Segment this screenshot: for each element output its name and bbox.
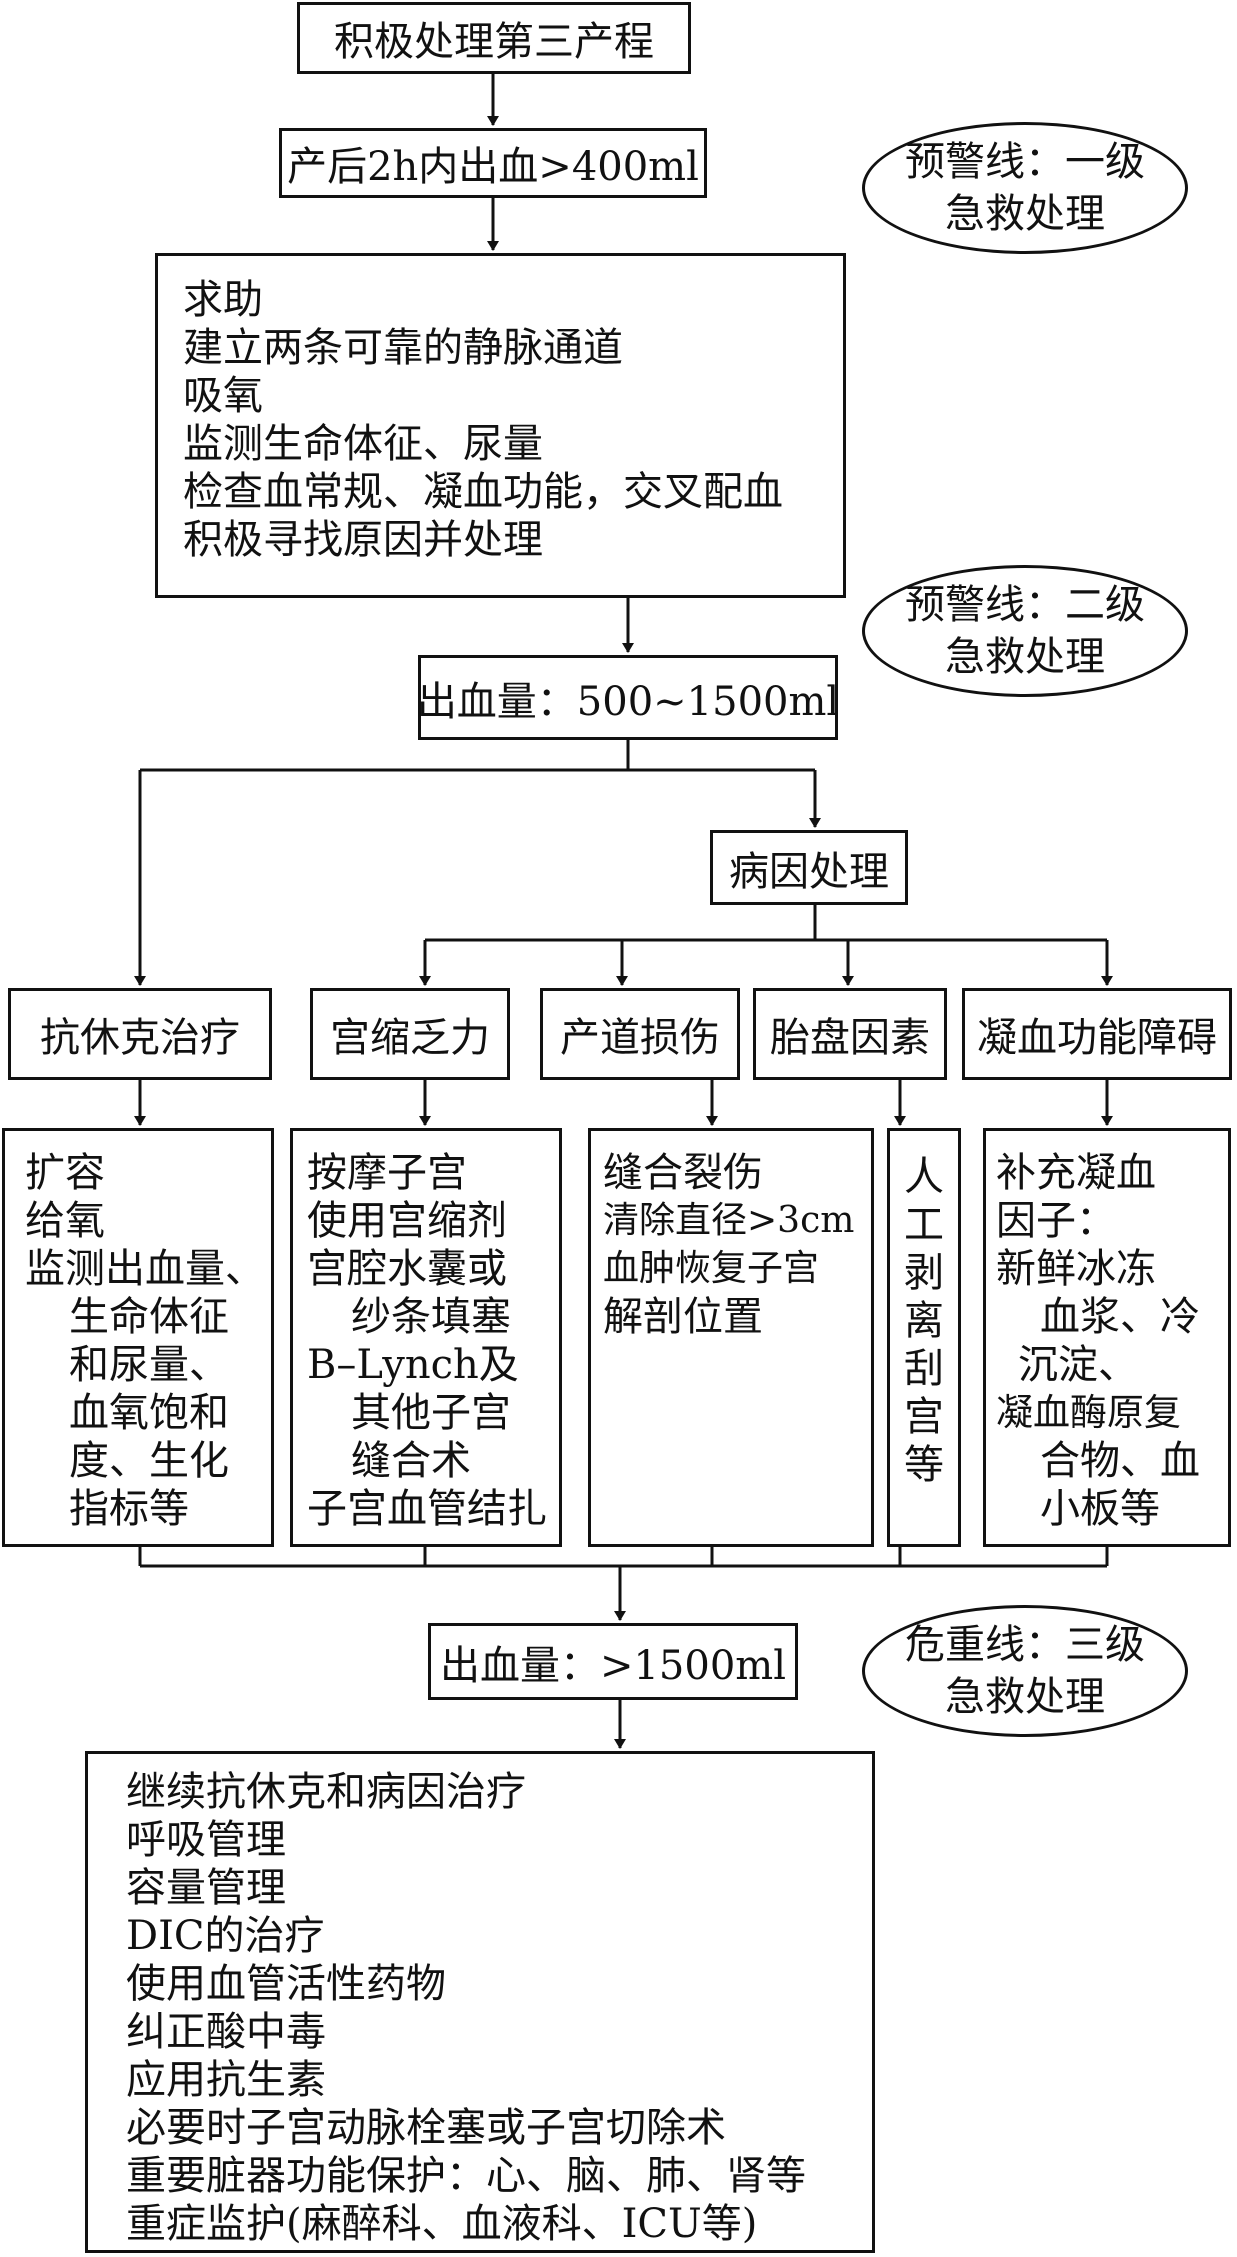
alert-level2-line1: 预警线：二级 [905, 582, 1145, 628]
branch-atony: 宫缩乏力 [310, 988, 510, 1080]
node-bleed-high-label: 出血量：>1500ml [439, 1642, 787, 1689]
first-action-item: 积极寻找原因并处理 [183, 517, 543, 563]
first-action-item: 吸氧 [183, 373, 263, 419]
trauma-action-item: 缝合裂伤 [603, 1150, 763, 1196]
node-start-label: 积极处理第三产程 [334, 19, 654, 65]
placenta-action-char: 刮 [904, 1346, 944, 1392]
placenta-action-char: 工 [904, 1202, 944, 1248]
node-bleed-2h: 产后2h内出血>400ml [279, 128, 707, 198]
branch-placenta-label: 胎盘因素 [770, 1015, 930, 1061]
placenta-action-char: 等 [904, 1442, 944, 1488]
atony-action-item: 其他子宫 [351, 1390, 511, 1436]
trauma-action-item: 血肿恢复子宫 [603, 1248, 820, 1289]
alert-level2: 预警线：二级 急救处理 [862, 565, 1188, 697]
alert-level3-line1: 危重线：三级 [905, 1622, 1145, 1668]
node-bleed-mid-label: 出血量：500~1500ml [416, 678, 840, 725]
atony-action-item: B–Lynch及 [307, 1342, 519, 1388]
branch-atony-label: 宫缩乏力 [330, 1015, 490, 1061]
branch-coag: 凝血功能障碍 [962, 988, 1232, 1080]
branch-placenta: 胎盘因素 [753, 988, 947, 1080]
placenta-action-char: 人 [904, 1154, 944, 1200]
branch-trauma-label: 产道损伤 [560, 1015, 720, 1061]
atony-actions-box: 按摩子宫 使用宫缩剂 宫腔水囊或 纱条填塞 B–Lynch及 其他子宫 缝合术 … [290, 1128, 562, 1547]
alert-level3-line2: 急救处理 [945, 1674, 1105, 1720]
final-action-item: 重要脏器功能保护：心、脑、肺、肾等 [126, 2153, 806, 2199]
node-cause-treatment-label: 病因处理 [729, 848, 889, 895]
trauma-action-item: 解剖位置 [603, 1294, 763, 1340]
shock-action-item: 扩容 [25, 1150, 105, 1196]
shock-action-item: 指标等 [69, 1486, 189, 1532]
final-actions-box: 继续抗休克和病因治疗 呼吸管理 容量管理 DIC的治疗 使用血管活性药物 纠正酸… [85, 1751, 875, 2253]
shock-action-item: 和尿量、 [69, 1342, 229, 1388]
final-action-item: 纠正酸中毒 [126, 2009, 326, 2055]
atony-action-item: 按摩子宫 [307, 1150, 467, 1196]
node-cause-treatment: 病因处理 [710, 830, 908, 905]
node-bleed-2h-label: 产后2h内出血>400ml [287, 144, 699, 190]
branch-shock-label: 抗休克治疗 [40, 1015, 240, 1061]
final-action-item: 容量管理 [126, 1865, 286, 1911]
branch-trauma: 产道损伤 [540, 988, 740, 1080]
placenta-actions-box: 人 工 剥 离 刮 宫 等 [887, 1128, 961, 1547]
final-action-item: 重症监护(麻醉科、血液科、ICU等) [126, 2201, 758, 2247]
atony-action-item: 纱条填塞 [351, 1294, 511, 1340]
coag-action-item: 小板等 [1040, 1486, 1160, 1532]
shock-actions-box: 扩容 给氧 监测出血量、 生命体征 和尿量、 血氧饱和 度、生化 指标等 [2, 1128, 274, 1547]
final-action-item: 呼吸管理 [126, 1817, 286, 1863]
alert-level3: 危重线：三级 急救处理 [862, 1605, 1188, 1737]
first-action-item: 监测生命体征、尿量 [183, 421, 543, 467]
coag-action-item: 沉淀、 [1018, 1342, 1138, 1388]
final-action-item: DIC的治疗 [126, 1913, 325, 1959]
alert-level2-line2: 急救处理 [945, 634, 1105, 680]
node-first-actions: 求助 建立两条可靠的静脉通道 吸氧 监测生命体征、尿量 检查血常规、凝血功能，交… [155, 253, 846, 598]
node-bleed-mid: 出血量：500~1500ml [416, 655, 840, 740]
node-bleed-high: 出血量：>1500ml [428, 1623, 798, 1700]
final-action-item: 使用血管活性药物 [126, 1961, 446, 2007]
first-action-item: 求助 [183, 277, 263, 323]
coag-action-item: 新鲜冰冻 [996, 1246, 1156, 1292]
first-action-item: 建立两条可靠的静脉通道 [183, 325, 623, 371]
trauma-actions-box: 缝合裂伤 清除直径>3cm 血肿恢复子宫 解剖位置 [588, 1128, 874, 1547]
final-action-item: 继续抗休克和病因治疗 [126, 1769, 526, 1815]
shock-action-item: 血氧饱和 [69, 1390, 229, 1436]
node-start: 积极处理第三产程 [297, 2, 691, 74]
branch-coag-label: 凝血功能障碍 [977, 1015, 1217, 1061]
branch-shock: 抗休克治疗 [8, 988, 272, 1080]
coag-action-item: 补充凝血 [996, 1150, 1156, 1196]
first-action-item: 检查血常规、凝血功能，交叉配血 [183, 469, 783, 515]
shock-action-item: 给氧 [25, 1198, 105, 1244]
atony-action-item: 宫腔水囊或 [307, 1246, 507, 1292]
coag-action-item: 血浆、冷 [1040, 1294, 1200, 1340]
trauma-action-item: 清除直径>3cm [603, 1200, 855, 1241]
coag-action-item: 合物、血 [1040, 1438, 1200, 1484]
coag-action-item: 凝血酶原复 [996, 1391, 1181, 1434]
atony-action-item: 缝合术 [351, 1438, 471, 1484]
shock-action-item: 生命体征 [69, 1294, 229, 1340]
alert-level1: 预警线：一级 急救处理 [862, 122, 1188, 254]
final-action-item: 应用抗生素 [126, 2057, 326, 2103]
alert-level1-line2: 急救处理 [945, 191, 1105, 237]
placenta-action-char: 宫 [904, 1394, 944, 1440]
alert-level1-line1: 预警线：一级 [905, 139, 1145, 185]
coag-actions-box: 补充凝血 因子： 新鲜冰冻 血浆、冷 沉淀、 凝血酶原复 合物、血 小板等 [983, 1128, 1231, 1547]
shock-action-item: 度、生化 [69, 1438, 229, 1484]
placenta-action-char: 离 [904, 1298, 944, 1344]
placenta-action-char: 剥 [904, 1250, 944, 1296]
coag-action-item: 因子： [996, 1198, 1116, 1244]
atony-action-item: 使用宫缩剂 [307, 1198, 507, 1244]
final-action-item: 必要时子宫动脉栓塞或子宫切除术 [126, 2105, 726, 2151]
atony-action-item: 子宫血管结扎 [307, 1486, 547, 1532]
shock-action-item: 监测出血量、 [25, 1246, 265, 1292]
